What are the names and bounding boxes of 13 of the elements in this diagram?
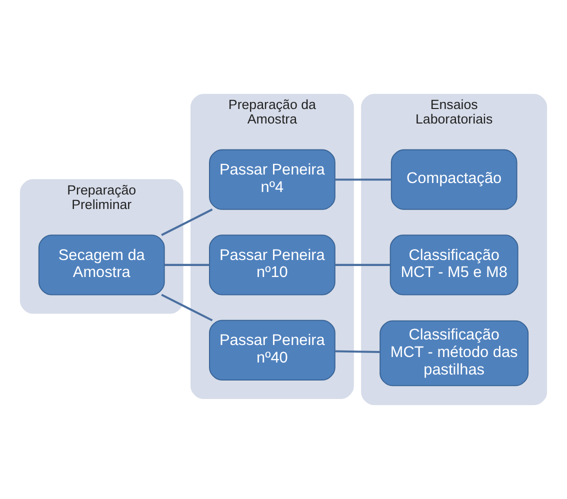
connector [335,350,380,354]
connector [161,294,213,322]
node-box: Compactação [390,149,518,210]
node-box: Classificação MCT - método das pastilhas [380,320,529,386]
connector [164,264,210,266]
node-box: Passar Peneira nº10 [209,234,336,296]
node-box: Secagem da Amostra [38,234,165,296]
node-box: Classificação MCT - M5 e M8 [390,234,518,296]
connector [161,208,213,236]
connector [335,178,392,181]
node-box: Passar Peneira nº40 [209,320,336,381]
node-box: Passar Peneira nº4 [209,149,336,210]
connector [335,264,390,266]
